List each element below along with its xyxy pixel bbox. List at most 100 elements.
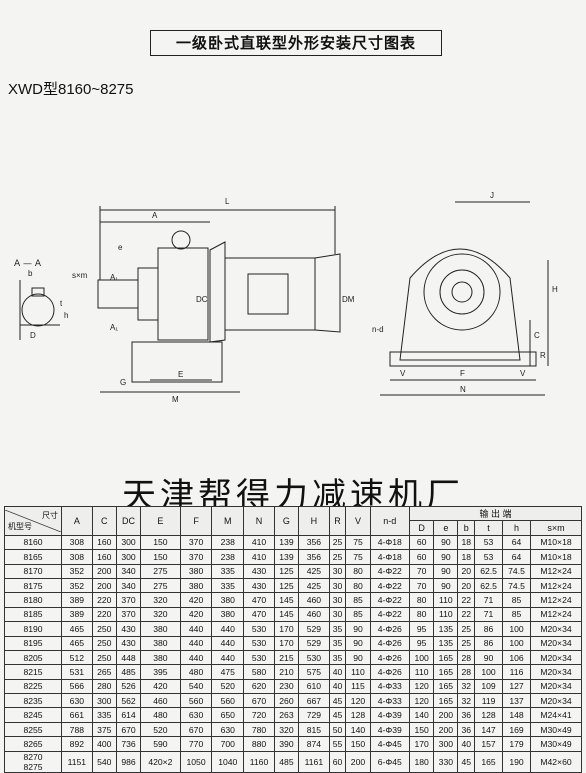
table-cell: 190: [502, 750, 531, 773]
table-cell: 425: [298, 577, 330, 594]
table-cell: 4-Φ33: [369, 693, 411, 709]
table-cell: 90: [474, 649, 504, 666]
table-cell: 128: [345, 707, 371, 723]
table-cell: M10×18: [529, 549, 583, 565]
table-cell: 179: [502, 736, 531, 752]
table-cell: 90: [433, 577, 459, 594]
table-cell: M12×24: [529, 606, 583, 623]
table-cell: 238: [211, 549, 245, 565]
table-cell: 18: [457, 534, 476, 551]
col-V: V: [345, 506, 371, 536]
table-cell: 165: [474, 750, 504, 773]
model-cell: 8185: [4, 606, 62, 623]
table-cell: 35: [328, 649, 347, 666]
table-cell: 250: [91, 621, 117, 637]
table-cell: 380: [140, 635, 181, 651]
table-cell: M20×34: [529, 693, 583, 709]
table-cell: 4-Φ39: [369, 721, 411, 738]
table-cell: 80: [409, 606, 435, 623]
table-cell: M12×24: [529, 577, 583, 594]
table-cell: 30: [328, 577, 347, 594]
table-cell: 60: [409, 549, 435, 565]
table-cell: 60: [328, 750, 347, 773]
table-cell: 275: [140, 563, 181, 579]
table-cell: 4-Φ22: [369, 577, 411, 594]
table-cell: 420×2: [140, 750, 181, 773]
table-cell: 530: [243, 649, 275, 666]
table-cell: 389: [61, 592, 93, 608]
table-cell: 36: [457, 707, 476, 723]
table-cell: 120: [409, 678, 435, 695]
table-cell: 220: [91, 592, 117, 608]
table-cell: 390: [273, 736, 300, 752]
corner-cell: 尺寸 机型号: [4, 506, 62, 536]
table-cell: 661: [61, 707, 93, 723]
label-J: J: [490, 191, 494, 200]
table-cell: 440: [179, 649, 213, 666]
label-F: F: [460, 369, 465, 378]
table-cell: M20×34: [529, 635, 583, 651]
table-cell: 630: [61, 693, 93, 709]
table-cell: 370: [179, 534, 213, 551]
table-cell: 40: [328, 678, 347, 695]
table-cell: 529: [298, 621, 330, 637]
col-h: h: [502, 520, 531, 536]
table-cell: 64: [502, 534, 531, 551]
table-cell: 36: [457, 721, 476, 738]
table-cell: 263: [273, 707, 300, 723]
label-V-left: V: [400, 369, 406, 378]
table-cell: 128: [474, 707, 504, 723]
table-cell: 238: [211, 534, 245, 551]
table-cell: 165: [433, 693, 459, 709]
table-cell: 420: [179, 606, 213, 623]
table-cell: 90: [345, 621, 371, 637]
table-cell: 788: [61, 721, 93, 738]
col-e: e: [433, 520, 459, 536]
model-cell: 8170: [4, 563, 62, 579]
col-C: C: [91, 506, 117, 536]
table-cell: 389: [61, 606, 93, 623]
table-cell: 71: [474, 592, 504, 608]
label-G: G: [120, 378, 126, 387]
table-cell: 150: [140, 534, 181, 551]
model-cell: 8215: [4, 664, 62, 680]
label-D: D: [30, 331, 36, 340]
table-cell: 70: [409, 563, 435, 579]
table-cell: 75: [345, 534, 371, 551]
table-cell: 590: [140, 736, 181, 752]
col-n-d: n-d: [369, 506, 411, 536]
table-cell: 150: [409, 721, 435, 738]
table-cell: 62.5: [474, 563, 504, 579]
table-cell: 4-Φ26: [369, 621, 411, 637]
table-cell: 62.5: [474, 577, 504, 594]
table-cell: 526: [115, 678, 142, 695]
table-cell: 110: [345, 664, 371, 680]
table-cell: 460: [298, 606, 330, 623]
table-cell: 425: [298, 563, 330, 579]
table-cell: 95: [409, 621, 435, 637]
table-cell: 420: [140, 678, 181, 695]
table-cell: 892: [61, 736, 93, 752]
table-cell: 308: [61, 549, 93, 565]
table-cell: 109: [474, 678, 504, 695]
table-cell: 18: [457, 549, 476, 565]
col-DC: DC: [115, 506, 142, 536]
table-cell: 125: [273, 577, 300, 594]
table-cell: 74.5: [502, 563, 531, 579]
table-cell: 140: [345, 721, 371, 738]
corner-top-label: 尺寸: [42, 510, 58, 520]
table-cell: 147: [474, 721, 504, 738]
table-cell: 120: [409, 693, 435, 709]
table-cell: 140: [409, 707, 435, 723]
table-cell: 215: [273, 649, 300, 666]
col-b: b: [457, 520, 476, 536]
table-cell: 53: [474, 534, 504, 551]
table-cell: 200: [345, 750, 371, 773]
table-cell: 90: [433, 563, 459, 579]
table-cell: 340: [115, 577, 142, 594]
